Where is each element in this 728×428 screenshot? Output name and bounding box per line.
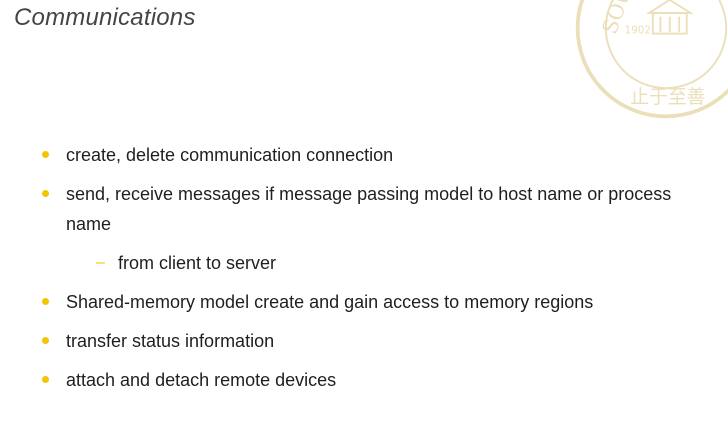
bullet-list: create, delete communication connection … (42, 140, 718, 404)
bullet-item: Shared-memory model create and gain acce… (42, 287, 718, 317)
sub-bullet-item: – from client to server (66, 248, 718, 278)
slide-title: Communications (14, 4, 196, 31)
bullet-item: transfer status information (42, 326, 718, 356)
bullet-dot-icon (42, 376, 49, 383)
bullet-item: create, delete communication connection (42, 140, 718, 170)
seal-motto: 止于至善 (630, 86, 705, 108)
bullet-dot-icon (42, 151, 49, 158)
bullet-text: create, delete communication connection (66, 145, 394, 165)
bullet-dot-icon (42, 337, 49, 344)
bullet-dot-icon (42, 190, 49, 197)
building-icon (645, 0, 694, 35)
bullet-text: Shared-memory model create and gain acce… (66, 292, 594, 312)
bullet-text: attach and detach remote devices (66, 370, 337, 390)
bullet-text: send, receive messages if message passin… (66, 184, 672, 234)
dash-icon: – (96, 254, 105, 271)
seal-year: 1902 (625, 25, 651, 37)
sub-bullet-text: from client to server (118, 253, 277, 273)
bullet-item: attach and detach remote devices (42, 365, 718, 395)
bullet-text: transfer status information (66, 331, 275, 351)
bullet-dot-icon (42, 298, 49, 305)
sub-bullet-list: – from client to server (66, 248, 718, 278)
university-seal-watermark: SOU 1902 止于至善 (575, 0, 728, 119)
bullet-item: send, receive messages if message passin… (42, 179, 718, 278)
seal-side-text: SOU (597, 0, 636, 37)
